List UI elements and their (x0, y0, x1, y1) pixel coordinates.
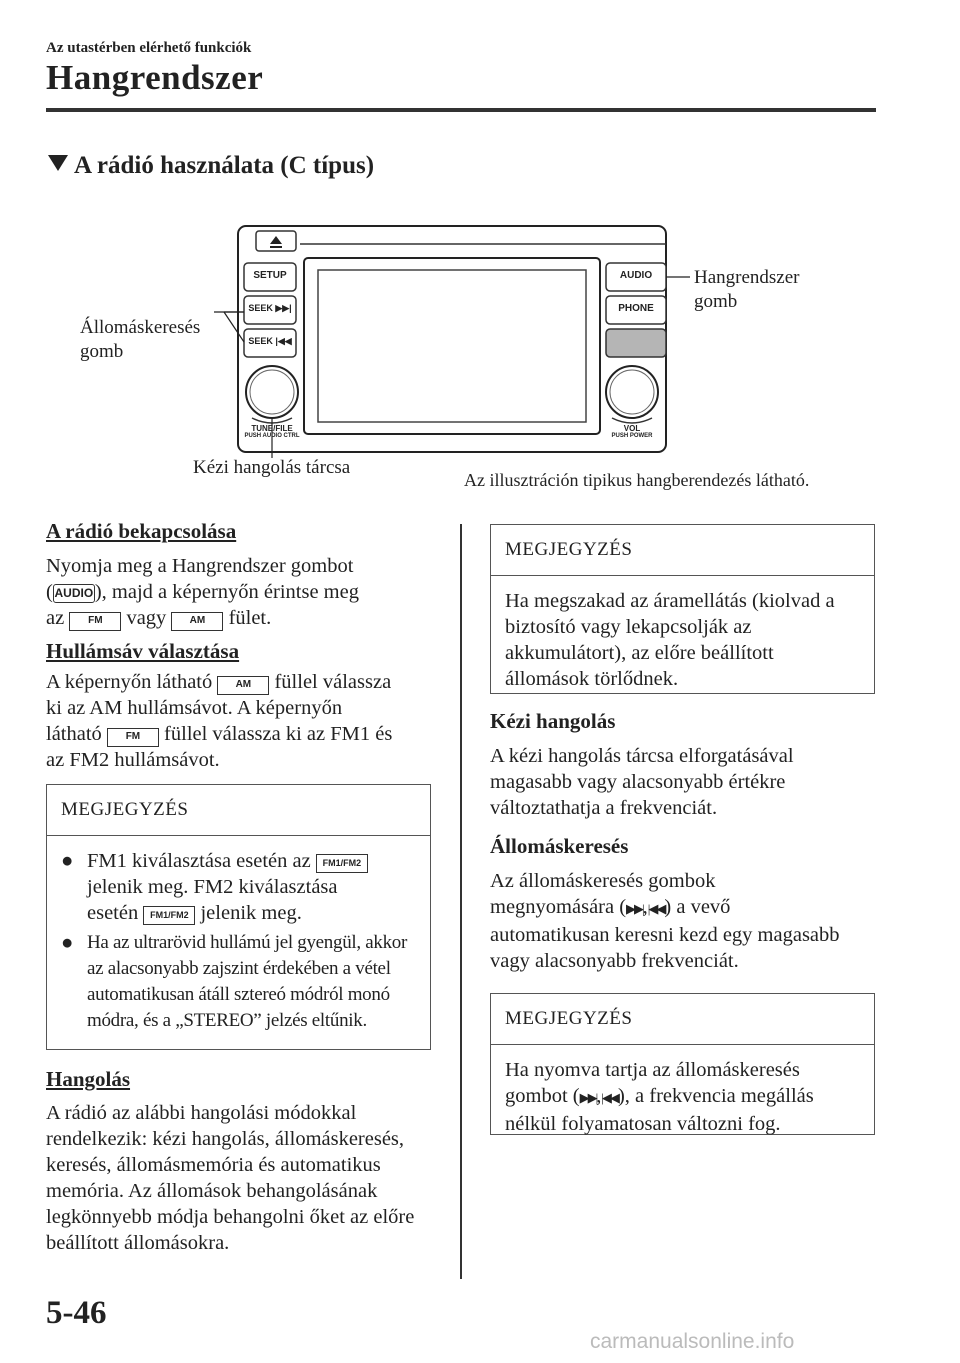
note-title: MEGJEGYZÉS (491, 525, 874, 576)
seek-down-icon: |◀◀ (647, 901, 667, 916)
note-bullet1-line3-pre: esetén (87, 902, 139, 924)
note-body: Ha nyomva tartja az állomáskeresés gombo… (505, 1059, 814, 1135)
note3-line2-post: ), a frekvencia megállás (617, 1085, 814, 1107)
setup-button-label: SETUP (253, 270, 287, 281)
note3-line2-pre: gombot ( (505, 1085, 580, 1107)
watermark: carmanualsonline.info (590, 1330, 795, 1353)
audio-key-icon-label: AUDIO (54, 586, 94, 600)
audio-key-icon: AUDIO (52, 584, 95, 603)
note-body: ● FM1 kiválasztása esetén az FM1/FM2 jel… (47, 836, 430, 1046)
am-tab-icon-label: AM (235, 679, 252, 690)
callout-tune-dial: Kézi hangolás tárcsa (193, 457, 351, 478)
note-bullet1-line1: FM1 kiválasztása esetén az (87, 850, 311, 872)
bullet-dot-icon: ● (61, 850, 74, 872)
radio-on-text: Nyomja meg a Hangrendszer gombot (AUDIO)… (46, 555, 359, 631)
am-tab-icon-label: AM (189, 615, 206, 626)
fm2-indicator-icon: FM1/FM2 (143, 906, 196, 925)
note-body: Ha megszakad az áramellátás (kiolvad a b… (505, 590, 835, 690)
radio-on-text-vagy: vagy (126, 607, 167, 629)
seek-tuning-text-b2: ) a vevő (664, 896, 731, 918)
seek-tuning-text-c: automatikusan keresni kezd egy magasabb … (490, 924, 840, 972)
seek-tuning-text-a: Az állomáskeresés gombok (490, 870, 716, 892)
tuning-text: A rádió az alábbi hangolási módokkal ren… (46, 1102, 415, 1254)
am-tab-icon: AM (217, 676, 270, 695)
radio-illustration (214, 225, 690, 458)
band-select-text-a1: A képernyőn látható (46, 671, 213, 693)
band-select-text-d: az FM2 hullámsávot. (46, 749, 220, 771)
seek-tuning-text: Az állomáskeresés gombok megnyomására (▶… (490, 870, 840, 972)
seek-down-button-label: SEEK |◀◀ (248, 336, 292, 346)
section-title: A rádió használata (C típus) (48, 152, 374, 180)
bullet-dot-icon: ● (61, 932, 74, 954)
note-bullet2-text: Ha az ultrarövid hullámú jel gyengül, ak… (87, 932, 408, 1031)
triangle-icon (48, 155, 68, 171)
tune-knob-label: TUNE/FILE (251, 424, 293, 433)
seek-tuning-heading: Állomáskeresés (490, 834, 629, 858)
fm-tab-icon-label: FM (88, 615, 103, 626)
note-bullet1-line2: jelenik meg. FM2 kiválasztása (87, 876, 338, 898)
manual-tuning-heading: Kézi hangolás (490, 709, 616, 733)
radio-on-text-line2: ), majd a képernyőn érintse meg (94, 581, 359, 603)
fm1-indicator-icon: FM1/FM2 (315, 854, 368, 873)
tune-knob-sublabel: PUSH AUDIO CTRL (244, 433, 300, 439)
band-select-text-a2: füllel válassza (274, 671, 392, 693)
manual-tuning-text: A kézi hangolás tárcsa elforgatásával ma… (490, 745, 794, 819)
audio-button-label: AUDIO (619, 270, 653, 281)
band-select-text-c2: füllel válassza ki az FM1 és (164, 723, 393, 745)
callout-seek-button: Állomáskeresés gomb (80, 317, 201, 362)
band-select-text-c1: látható (46, 723, 102, 745)
note-bullet: ● Ha az ultrarövid hullámú jel gyengül, … (61, 930, 416, 1034)
fm-tab-icon: FM (106, 728, 159, 747)
figure-caption: Az illusztráción tipikus hangberendezés … (464, 470, 810, 490)
radio-on-heading: A rádió bekapcsolása (46, 519, 237, 543)
phone-button-label: PHONE (618, 303, 654, 314)
seek-down-icon: |◀◀ (601, 1090, 620, 1105)
note-bullet1-line3-post: jelenik meg. (200, 902, 302, 924)
seek-up-icon: ▶▶| (579, 1090, 599, 1105)
am-tab-icon: AM (171, 612, 224, 631)
band-select-heading: Hullámsáv választása (46, 639, 240, 663)
left-column: A rádió bekapcsolása Nyomja meg a Hangre… (46, 518, 432, 773)
note3-line1: Ha nyomva tartja az állomáskeresés (505, 1059, 800, 1081)
note-box-power: MEGJEGYZÉS Ha megszakad az áramellátás (… (490, 524, 875, 694)
seek-up-button-label: SEEK ▶▶| (248, 303, 292, 313)
radio-figure: SETUP SEEK ▶▶| SEEK |◀◀ AUDIO PHONE TUNE… (0, 0, 960, 500)
note-bullet: ● FM1 kiválasztása esetén az FM1/FM2 jel… (61, 848, 416, 926)
section-title-text: A rádió használata (C típus) (74, 152, 375, 179)
seek-tuning-text-b1: megnyomására ( (490, 896, 627, 918)
left-column-lower: Hangolás A rádió az alábbi hangolási mód… (46, 1066, 432, 1256)
vol-knob-sublabel: PUSH POWER (611, 433, 653, 439)
fm1-indicator-icon-label: FM1/FM2 (322, 858, 362, 868)
tuning-heading: Hangolás (46, 1067, 131, 1091)
callout-audio-button: Hangrendszer gomb (694, 267, 800, 312)
fm-tab-icon-label: FM (125, 731, 141, 742)
fm-tab-icon: FM (69, 612, 122, 631)
seek-up-icon: ▶▶| (626, 901, 645, 916)
band-select-text-b: ki az AM hullámsávot. A képernyőn (46, 697, 343, 719)
fm2-indicator-icon-label: FM1/FM2 (150, 910, 189, 920)
note-title: MEGJEGYZÉS (47, 785, 430, 836)
chapter-heading: Az utastérben elérhető funkciók (46, 40, 252, 56)
note-box-seek: MEGJEGYZÉS Ha nyomva tartja az állomáske… (490, 993, 875, 1135)
radio-on-text-az: az (46, 607, 65, 629)
note3-line3: nélkül folyamatosan változni fog. (505, 1113, 781, 1135)
page-number: 5-46 (46, 1295, 107, 1331)
note-box-fm: MEGJEGYZÉS ● FM1 kiválasztása esetén az … (46, 784, 431, 1050)
radio-on-text-line1: Nyomja meg a Hangrendszer gombot (46, 555, 354, 577)
note-title: MEGJEGYZÉS (491, 994, 874, 1045)
radio-on-text-end: fület. (228, 607, 272, 629)
column-divider (460, 524, 462, 1279)
band-select-text: A képernyőn látható AM füllel válassza k… (46, 669, 432, 773)
vol-knob-label: VOL (623, 424, 641, 433)
page-title: Hangrendszer (46, 58, 264, 97)
note-bullet-text: FM1 kiválasztása esetén az FM1/FM2 jelen… (87, 848, 416, 926)
right-column: Kézi hangolás A kézi hangolás tárcsa elf… (490, 708, 876, 974)
header-divider (46, 108, 876, 112)
